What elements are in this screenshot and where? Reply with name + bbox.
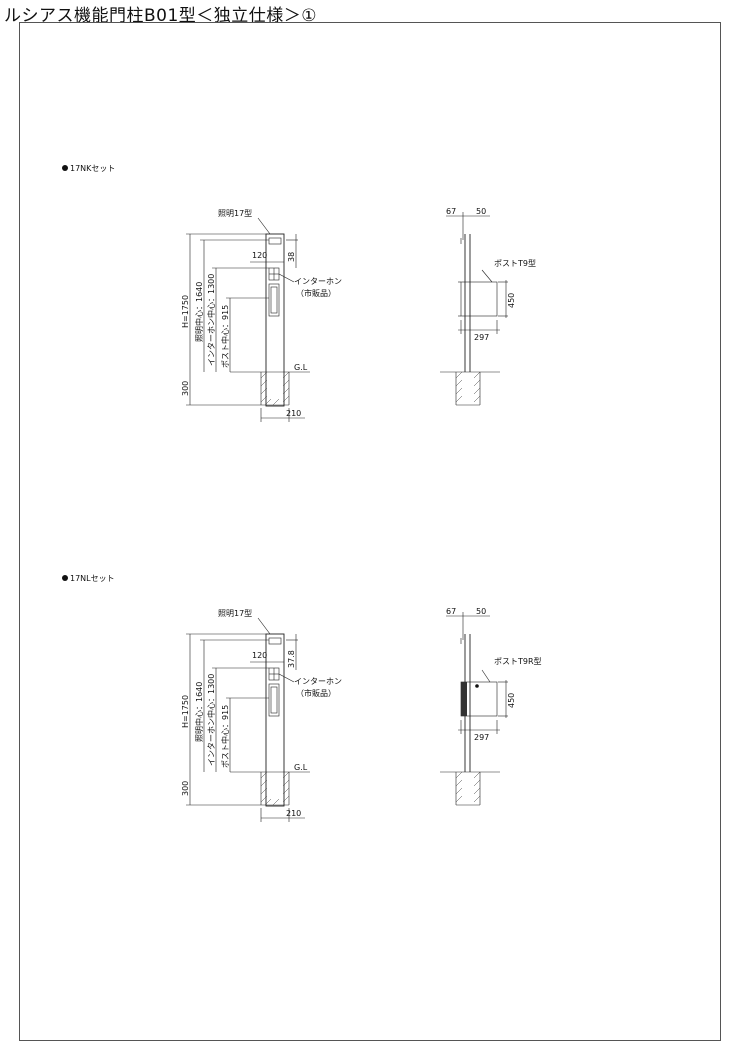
post-box-back — [461, 682, 467, 716]
gl-label: G.L — [294, 763, 308, 772]
height-label: H=1750 — [181, 295, 190, 328]
bullet-icon — [62, 575, 68, 581]
dim-67: 67 — [446, 607, 456, 616]
post-center-label: ポスト中心：915 — [220, 705, 230, 768]
light-label: 照明17型 — [218, 209, 252, 218]
post-type-label: ポストT9R型 — [494, 657, 542, 666]
light-center-label: 照明中心：1640 — [194, 682, 204, 742]
set-name: 17NKセット — [70, 164, 116, 173]
light-center-label: 照明中心：1640 — [194, 282, 204, 342]
light-label: 照明17型 — [218, 609, 252, 618]
post-slot — [268, 283, 280, 317]
set-label-17nk: 17NKセット — [62, 163, 115, 174]
width-label: 210 — [286, 809, 301, 818]
width-label: 210 — [286, 409, 301, 418]
post-key-icon — [475, 684, 479, 688]
depth-label: 300 — [181, 381, 190, 396]
page-title: ルシアス機能門柱B01型＜独立仕様＞① — [4, 6, 318, 26]
soil-hatch — [260, 771, 290, 806]
dim-50: 50 — [476, 607, 486, 616]
dim-37-8: 37.8 — [287, 650, 296, 668]
dim-38: 38 — [287, 252, 296, 262]
bullet-icon — [62, 165, 68, 171]
side-view-17nl: 67 50 ポストT9R型 450 297 — [440, 607, 542, 806]
post-box — [460, 281, 498, 317]
intercom-sub: （市販品） — [296, 688, 336, 698]
soil-hatch — [260, 371, 290, 406]
gl-label: G.L — [294, 363, 308, 372]
dim-297: 297 — [474, 733, 489, 742]
pillar — [265, 233, 285, 407]
side-view-17nk: 67 50 ポストT9型 450 297 — [440, 207, 536, 406]
light-fixture — [268, 237, 282, 245]
dim-120: 120 — [252, 651, 267, 660]
intercom-label: インターホン — [294, 677, 342, 686]
light-fixture — [268, 637, 282, 645]
dim-450: 450 — [507, 693, 516, 708]
dim-450: 450 — [507, 293, 516, 308]
dim-297: 297 — [474, 333, 489, 342]
set-label-17nl: 17NLセット — [62, 573, 115, 584]
drawing-frame — [19, 22, 721, 1041]
post-type-label: ポストT9型 — [494, 259, 536, 268]
intercom-sub: （市販品） — [296, 288, 336, 298]
dim-67: 67 — [446, 207, 456, 216]
front-view-17nk: 照明17型 120 38 インターホン （市販品） G.L H=1750 照明中… — [181, 209, 342, 422]
front-view-17nl: 照明17型 120 37.8 インターホン （市販品） G.L H=1750 照… — [181, 609, 342, 822]
intercom-label: インターホン — [294, 277, 342, 286]
post-center-label: ポスト中心：915 — [220, 305, 230, 368]
depth-label: 300 — [181, 781, 190, 796]
post-slot — [268, 683, 280, 717]
intercom-center-label: インターホン中心：1300 — [206, 274, 216, 366]
dim-120: 120 — [252, 251, 267, 260]
dim-50: 50 — [476, 207, 486, 216]
set-name: 17NLセット — [70, 574, 115, 583]
height-label: H=1750 — [181, 695, 190, 728]
intercom-center-label: インターホン中心：1300 — [206, 674, 216, 766]
pillar — [265, 633, 285, 807]
